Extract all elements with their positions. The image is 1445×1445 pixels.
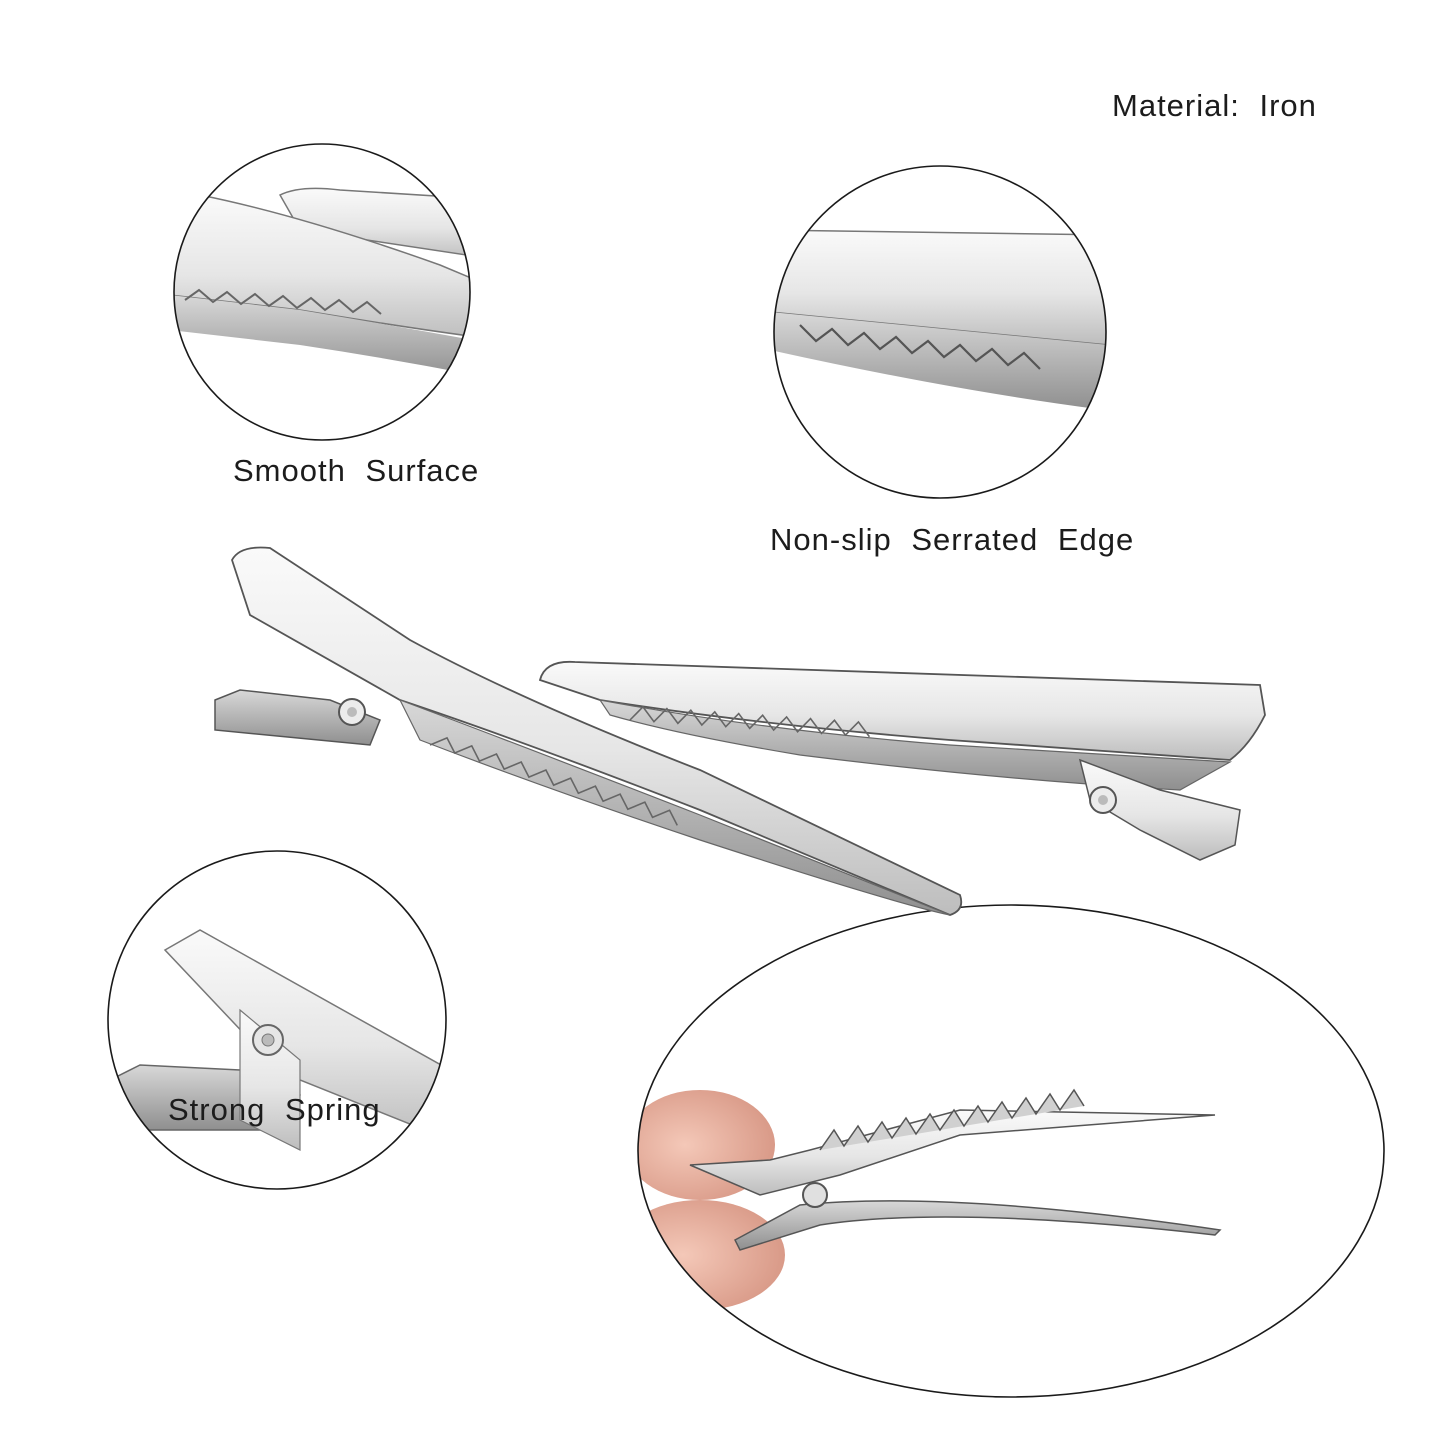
zoom-circle-strong-spring: [107, 850, 447, 1190]
material-label: Material: Iron: [1112, 88, 1317, 123]
zoom-ellipse-hand-demo: [637, 904, 1385, 1398]
smooth-surface-label: Smooth Surface: [233, 453, 480, 488]
zoom-circle-smooth-surface: [173, 143, 471, 441]
zoom-circle-serrated-edge: [773, 165, 1107, 499]
hair-clip-left: [214, 546, 963, 916]
serrated-edge-label: Non-slip Serrated Edge: [770, 522, 1135, 557]
strong-spring-label: Strong Spring: [168, 1092, 381, 1127]
hair-clip-right: [538, 660, 1266, 861]
